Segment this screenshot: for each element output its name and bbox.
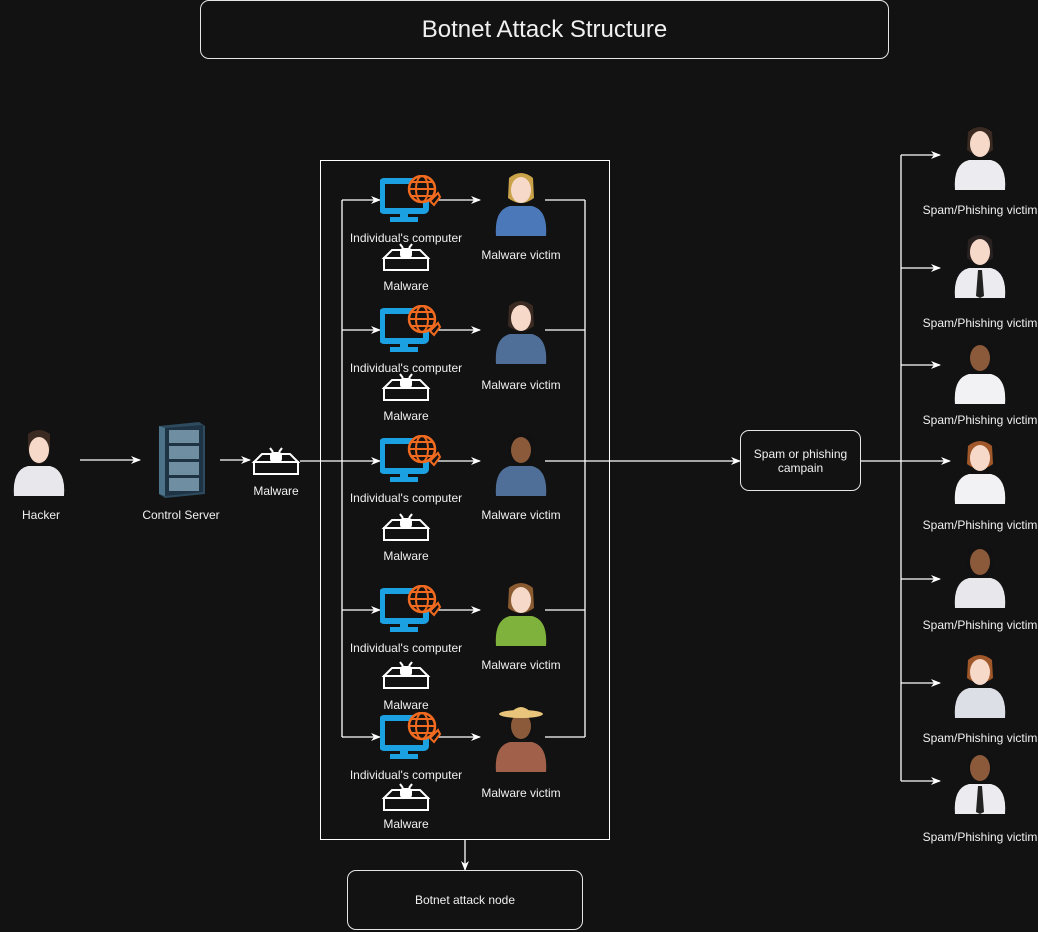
computer-globe-icon <box>380 712 442 759</box>
malware-victim-person-icon <box>495 301 547 364</box>
malware-box-icon <box>381 783 431 811</box>
computer-label: Individual's computer <box>349 641 463 655</box>
malware-box-icon <box>381 661 431 689</box>
malware-label: Malware <box>383 279 429 293</box>
malware-label: Malware <box>383 817 429 831</box>
malware-label: Malware <box>383 409 429 423</box>
malware-victim-person-icon <box>495 707 547 772</box>
spam-victim-person-icon <box>954 545 1006 608</box>
botnet-attack-node: Botnet attack node <box>347 870 583 930</box>
victim-label: Malware victim <box>481 786 561 800</box>
malware-victim-person-icon <box>495 583 547 646</box>
spam-victim-person-icon <box>954 341 1006 404</box>
spam-victim-label: Spam/Phishing victim <box>922 618 1038 632</box>
malware-box-icon <box>381 513 431 541</box>
computer-globe-icon <box>380 175 442 222</box>
computer-globe-icon <box>380 435 442 482</box>
spam-victim-person-icon <box>954 655 1006 718</box>
spam-victim-person-icon <box>954 441 1006 504</box>
spam-victim-label: Spam/Phishing victim <box>922 518 1038 532</box>
malware-victim-person-icon <box>495 433 547 496</box>
spam-victim-label: Spam/Phishing victim <box>922 830 1038 844</box>
hacker-label: Hacker <box>21 508 61 522</box>
server-rack-icon <box>159 422 205 498</box>
spam-victim-label: Spam/Phishing victim <box>922 203 1038 217</box>
victim-label: Malware victim <box>481 658 561 672</box>
malware-box-icon <box>381 373 431 401</box>
spam-victim-person-icon <box>954 235 1006 298</box>
victim-label: Malware victim <box>481 378 561 392</box>
victim-label: Malware victim <box>481 248 561 262</box>
malware-label: Malware <box>383 698 429 712</box>
malware-box-icon <box>381 243 431 271</box>
diagram-title: Botnet Attack Structure <box>200 0 889 59</box>
victim-label: Malware victim <box>481 508 561 522</box>
computer-globe-icon <box>380 585 442 632</box>
computer-label: Individual's computer <box>349 231 463 245</box>
botnet-group-frame <box>320 160 610 840</box>
computer-label: Individual's computer <box>349 491 463 505</box>
spam-campaign-node: Spam or phishing campain <box>740 430 861 491</box>
computer-globe-icon <box>380 305 442 352</box>
malware-victim-person-icon <box>495 173 547 236</box>
computer-label: Individual's computer <box>349 768 463 782</box>
spam-victim-label: Spam/Phishing victim <box>922 316 1038 330</box>
hacker-person-icon <box>13 430 65 496</box>
malware-source-label: Malware <box>253 484 299 498</box>
spam-victim-person-icon <box>954 127 1006 190</box>
malware-box-icon <box>251 447 301 475</box>
spam-victim-label: Spam/Phishing victim <box>922 731 1038 745</box>
spam-victim-label: Spam/Phishing victim <box>922 413 1038 427</box>
spam-victim-person-icon <box>954 751 1006 814</box>
computer-label: Individual's computer <box>349 361 463 375</box>
malware-label: Malware <box>383 549 429 563</box>
control-server-label: Control Server <box>142 508 220 522</box>
